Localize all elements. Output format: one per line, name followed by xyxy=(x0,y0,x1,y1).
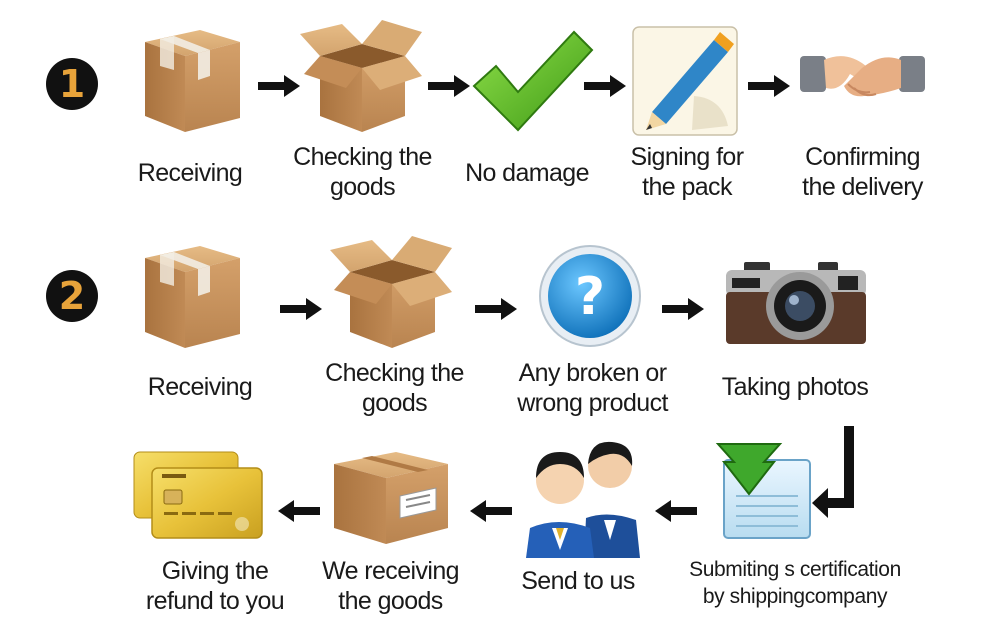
step-label-giving-refund: Giving the refund to you xyxy=(145,557,285,615)
pencil-paper-icon xyxy=(632,26,740,138)
step-label-submitting-certification: Submiting s certification by shippingcom… xyxy=(689,558,901,608)
sealed-box-icon xyxy=(140,236,245,351)
step-label-broken-wrong-product: Any broken or wrong product xyxy=(517,359,668,417)
question-mark-icon: ? xyxy=(538,244,642,348)
camera-icon xyxy=(726,262,866,346)
step-label-receiving: Receiving xyxy=(147,373,253,401)
arrow-right-icon xyxy=(475,298,517,320)
green-checkmark-icon xyxy=(470,28,595,133)
download-document-icon xyxy=(712,438,822,542)
arrow-right-icon xyxy=(662,298,704,320)
arrow-right-icon xyxy=(748,75,790,97)
arrow-down-left-icon xyxy=(810,426,860,526)
credit-card-icon xyxy=(132,450,263,540)
svg-text:?: ? xyxy=(575,267,605,327)
arrow-right-icon xyxy=(428,75,470,97)
step-label-signing-pack: Signing for the pack xyxy=(630,143,745,201)
arrow-right-icon xyxy=(258,75,300,97)
step-label-no-damage: No damage xyxy=(465,159,589,187)
step-label-checking-goods: Checking the goods xyxy=(293,143,432,201)
step-label-confirming-delivery: Confirming the delivery xyxy=(802,143,923,201)
step-label-send-to-us: Send to us xyxy=(521,567,635,595)
sealed-box-icon xyxy=(140,20,245,135)
support-agents-icon xyxy=(524,436,644,558)
open-box-icon xyxy=(300,16,425,136)
open-box-icon xyxy=(330,232,455,352)
step-number-badge-2: 2 xyxy=(46,270,98,322)
arrow-right-icon xyxy=(584,75,626,97)
step-number-badge-1: 1 xyxy=(46,58,98,110)
arrow-left-icon xyxy=(278,500,320,522)
arrow-right-icon xyxy=(280,298,322,320)
step-label-we-receiving-goods: We receiving the goods xyxy=(322,557,459,615)
arrow-left-icon xyxy=(655,500,697,522)
step-label-taking-photos: Taking photos xyxy=(721,373,869,401)
step-label-receiving: Receiving xyxy=(137,159,243,187)
shipping-box-icon xyxy=(332,444,450,546)
step-label-checking-goods: Checking the goods xyxy=(325,359,464,417)
handshake-icon xyxy=(800,42,925,114)
arrow-left-icon xyxy=(470,500,512,522)
